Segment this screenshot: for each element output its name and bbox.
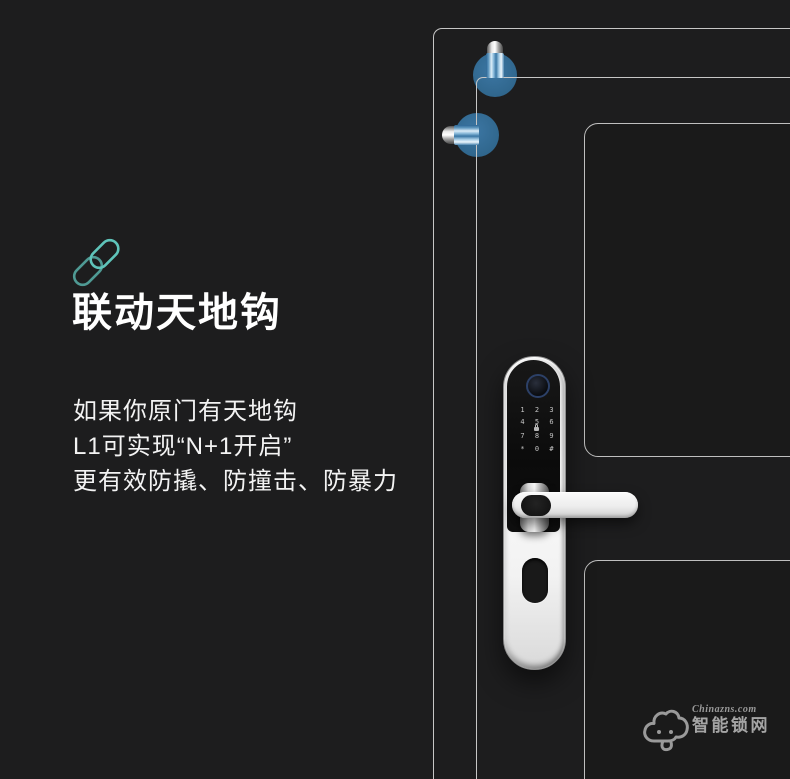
key-7[interactable]: 7 bbox=[520, 432, 525, 440]
key-hash[interactable]: # bbox=[549, 445, 554, 453]
cloud-mascot-icon bbox=[643, 709, 689, 752]
keypad-row-4: * 0 # bbox=[517, 444, 557, 455]
handle-hub-opening bbox=[521, 495, 551, 516]
door-handle[interactable] bbox=[512, 492, 638, 518]
feature-description: 如果你原门有天地钩 L1可实现“N+1开启” 更有效防撬、防撞击、防暴力 bbox=[73, 394, 398, 499]
key-1[interactable]: 1 bbox=[520, 406, 525, 414]
watermark: Chinazns.com 智能锁网 bbox=[642, 704, 770, 754]
key-4[interactable]: 4 bbox=[520, 418, 525, 426]
camera-lens-icon bbox=[526, 374, 550, 398]
keyhole-cover bbox=[522, 558, 548, 603]
page-title: 联动天地钩 bbox=[72, 291, 282, 335]
door-lower-panel-outline bbox=[584, 560, 790, 779]
feature-line-2: L1可实现“N+1开启” bbox=[73, 433, 293, 460]
feature-line-1: 如果你原门有天地钩 bbox=[73, 398, 298, 425]
keypad-lock-icon bbox=[534, 424, 539, 431]
chain-link-icon bbox=[72, 238, 120, 287]
key-5[interactable]: 5 bbox=[534, 418, 540, 426]
top-bolt-cap bbox=[487, 41, 503, 55]
top-bolt-pin bbox=[486, 41, 504, 78]
side-bolt-pin bbox=[442, 125, 479, 145]
watermark-site-name: 智能锁网 bbox=[692, 716, 770, 735]
door-outer-frame-line bbox=[433, 28, 790, 779]
top-bolt-shaft bbox=[486, 53, 504, 78]
side-bolt-shaft bbox=[454, 125, 479, 145]
keypad-row-1: 1 2 3 bbox=[517, 405, 557, 416]
door-upper-panel-outline bbox=[584, 123, 790, 457]
key-3[interactable]: 3 bbox=[549, 406, 554, 414]
key-9[interactable]: 9 bbox=[549, 432, 554, 440]
keypad-row-2: 4 5 6 bbox=[517, 417, 557, 428]
key-6[interactable]: 6 bbox=[549, 418, 554, 426]
watermark-site-url: Chinazns.com bbox=[692, 704, 757, 715]
keypad-row-3: 7 8 9 bbox=[517, 431, 557, 442]
key-0[interactable]: 0 bbox=[534, 445, 540, 453]
feature-line-3: 更有效防撬、防撞击、防暴力 bbox=[73, 468, 398, 495]
key-8[interactable]: 8 bbox=[534, 432, 540, 440]
door-edge-line bbox=[476, 77, 790, 779]
side-bolt-cap bbox=[442, 126, 456, 144]
key-2[interactable]: 2 bbox=[534, 406, 540, 414]
key-star[interactable]: * bbox=[520, 445, 525, 453]
